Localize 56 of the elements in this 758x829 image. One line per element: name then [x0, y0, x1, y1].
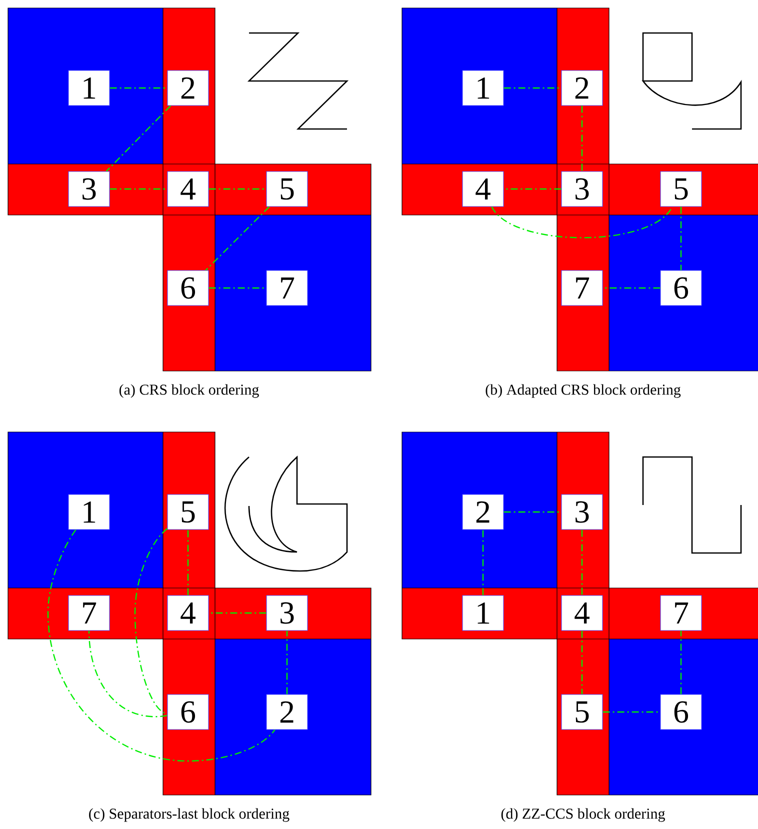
number-box: 1 [462, 595, 504, 631]
number-box: 1 [462, 70, 504, 106]
ordering-path [134, 528, 168, 714]
number-box: 5 [167, 494, 209, 530]
ordering-path [110, 188, 168, 190]
number-box: 2 [167, 70, 209, 106]
number-box: 5 [266, 171, 308, 207]
ordering-path [504, 87, 562, 89]
number-box: 7 [68, 595, 110, 631]
ordering-path [208, 287, 266, 289]
ordering-path [208, 188, 266, 190]
number-box: 3 [561, 171, 603, 207]
number-box: 2 [561, 70, 603, 106]
subfigure-caption: (a) CRS block ordering [119, 384, 259, 398]
ordering-path [680, 630, 682, 694]
ordering-path [47, 529, 276, 762]
ordering-path [482, 530, 484, 596]
number-box: 1 [68, 494, 110, 530]
number-box: 5 [660, 171, 702, 207]
number-box: 4 [561, 595, 603, 631]
ordering-path [680, 206, 682, 270]
subfigure-caption: (d) ZZ-CCS block ordering [501, 808, 665, 822]
number-box: 6 [660, 270, 702, 306]
number-box: 2 [462, 494, 504, 530]
number-box: 2 [266, 694, 308, 730]
ordering-path [187, 530, 189, 596]
ordering-path [504, 188, 562, 190]
subfigure-caption: (b) Adapted CRS block ordering [486, 384, 681, 398]
ordering-path [602, 711, 660, 713]
number-box: 6 [167, 694, 209, 730]
number-box: 7 [266, 270, 308, 306]
number-box: 4 [462, 171, 504, 207]
number-box: 7 [660, 595, 702, 631]
ordering-path [581, 106, 583, 172]
number-box: 4 [167, 595, 209, 631]
ordering-path [88, 630, 168, 718]
number-box: 3 [68, 171, 110, 207]
ordering-path [581, 530, 583, 596]
ordering-path [106, 105, 171, 172]
number-box: 4 [167, 171, 209, 207]
number-box: 7 [561, 270, 603, 306]
ordering-path [205, 206, 270, 271]
number-box: 6 [167, 270, 209, 306]
ordering-path [491, 206, 673, 238]
ordering-path [208, 612, 266, 614]
ordering-path [504, 511, 562, 513]
number-box: 6 [660, 694, 702, 730]
ordering-path [286, 630, 288, 694]
number-box: 1 [68, 70, 110, 106]
subfigure-caption: (c) Separators-last block ordering [89, 808, 290, 822]
number-box: 3 [561, 494, 603, 530]
ordering-path [581, 630, 583, 694]
ordering-path [602, 287, 660, 289]
number-box: 5 [561, 694, 603, 730]
number-box: 3 [266, 595, 308, 631]
ordering-path [110, 87, 168, 89]
